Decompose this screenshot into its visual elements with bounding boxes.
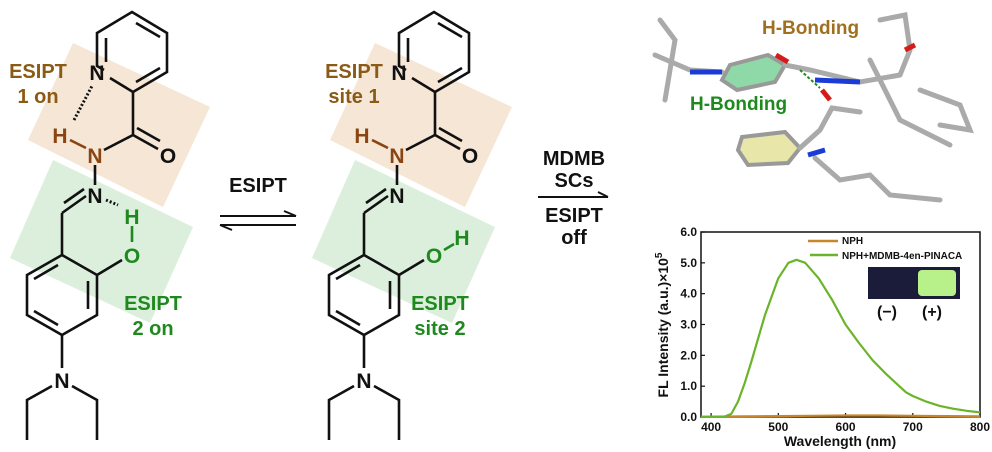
atom-o-oh: O <box>124 245 140 268</box>
y-tick-label: 4.0 <box>680 287 697 301</box>
x-axis-label: Wavelength (nm) <box>784 433 896 449</box>
condition-line1: ESIPT <box>545 205 603 227</box>
y-tick-label: 2.0 <box>680 348 697 362</box>
hbond-label-2: H-Bonding <box>690 94 787 115</box>
reagent-line2: SCs <box>555 170 594 192</box>
esipt-site2-box <box>10 160 193 323</box>
y-tick-label: 3.0 <box>680 318 697 332</box>
vial-inset-photo: (−) (+) <box>868 267 960 321</box>
x-tick-label: 700 <box>903 420 923 434</box>
site2-label-line2: site 2 <box>414 318 465 340</box>
esipt-site1-box <box>28 43 210 207</box>
atom-n-pyridine: N <box>391 62 406 85</box>
y-tick-label: 5.0 <box>680 256 697 270</box>
legend: NPH NPH+MDMB-4en-PINACA <box>808 236 962 262</box>
equilibrium-label: ESIPT <box>229 175 287 197</box>
esipt-site2-box <box>312 160 495 323</box>
y-axis-label: FL Intensity (a.u.)×105 <box>654 252 671 397</box>
x-tick-label: 800 <box>970 420 990 434</box>
atom-n-pyridine: N <box>89 62 104 85</box>
site2-label-line2: 2 on <box>132 318 173 340</box>
molecule-bonds <box>327 10 471 440</box>
series-line-nph-mdmb <box>700 258 981 419</box>
atom-n-imine: N <box>389 185 404 208</box>
condition-line2: off <box>561 227 587 249</box>
atom-h-oh: H <box>454 227 469 250</box>
legend-label-complex: NPH+MDMB-4en-PINACA <box>842 251 962 262</box>
esipt-site1-box <box>330 43 512 207</box>
site1-label-line2: 1 on <box>17 86 58 108</box>
atom-o-oh: O <box>426 245 442 268</box>
legend-label-nph: NPH <box>842 236 863 247</box>
atom-o-carbonyl: O <box>160 145 176 168</box>
inset-label-positive: (+) <box>922 304 942 321</box>
atom-n-nh: N <box>87 145 102 168</box>
atom-h-oh: H <box>124 206 139 229</box>
3d-complex-model: H-Bonding H-Bonding <box>652 12 974 203</box>
y-tick-label: 6.0 <box>680 225 697 239</box>
site1-label-line1: ESIPT <box>9 61 67 83</box>
x-tick-label: 500 <box>768 420 788 434</box>
hbond-label-1: H-Bonding <box>762 18 859 39</box>
inset-label-negative: (−) <box>877 304 897 321</box>
site2-label-line1: ESIPT <box>411 293 469 315</box>
molecule-bonds <box>25 10 169 440</box>
equilibrium-arrows: ESIPT <box>219 175 297 231</box>
atom-n-nh: N <box>389 145 404 168</box>
atom-h-nh: H <box>354 125 369 148</box>
atom-h-nh: H <box>52 125 67 148</box>
y-tick-label: 1.0 <box>680 379 697 393</box>
atom-o-carbonyl: O <box>462 145 478 168</box>
site1-label-line1: ESIPT <box>325 61 383 83</box>
site2-label-line1: ESIPT <box>124 293 182 315</box>
atom-n-imine: N <box>87 185 102 208</box>
atom-n-amine: N <box>54 370 69 393</box>
reagent-line1: MDMB <box>543 148 605 170</box>
site1-label-line2: site 1 <box>328 86 379 108</box>
reaction-arrow: MDMB SCs ESIPT off <box>538 148 609 249</box>
y-tick-label: 0.0 <box>680 410 697 424</box>
series-line-nph <box>700 414 981 418</box>
hbond-dots-1 <box>72 85 94 121</box>
x-tick-label: 600 <box>836 420 856 434</box>
atom-n-amine: N <box>356 370 371 393</box>
npH-molecule-esipt-sites: N O H N N H O N ESIPT site 1 ESIPT site … <box>312 10 512 440</box>
x-tick-label: 400 <box>701 420 721 434</box>
npH-molecule-esipt-on: N O H N N H O N ESIPT 1 on ESIPT 2 on <box>9 10 210 440</box>
fluorescence-chart: 0.0 1.0 2.0 3.0 4.0 5.0 6.0 400 500 600 700 800 Wav… <box>654 225 990 449</box>
